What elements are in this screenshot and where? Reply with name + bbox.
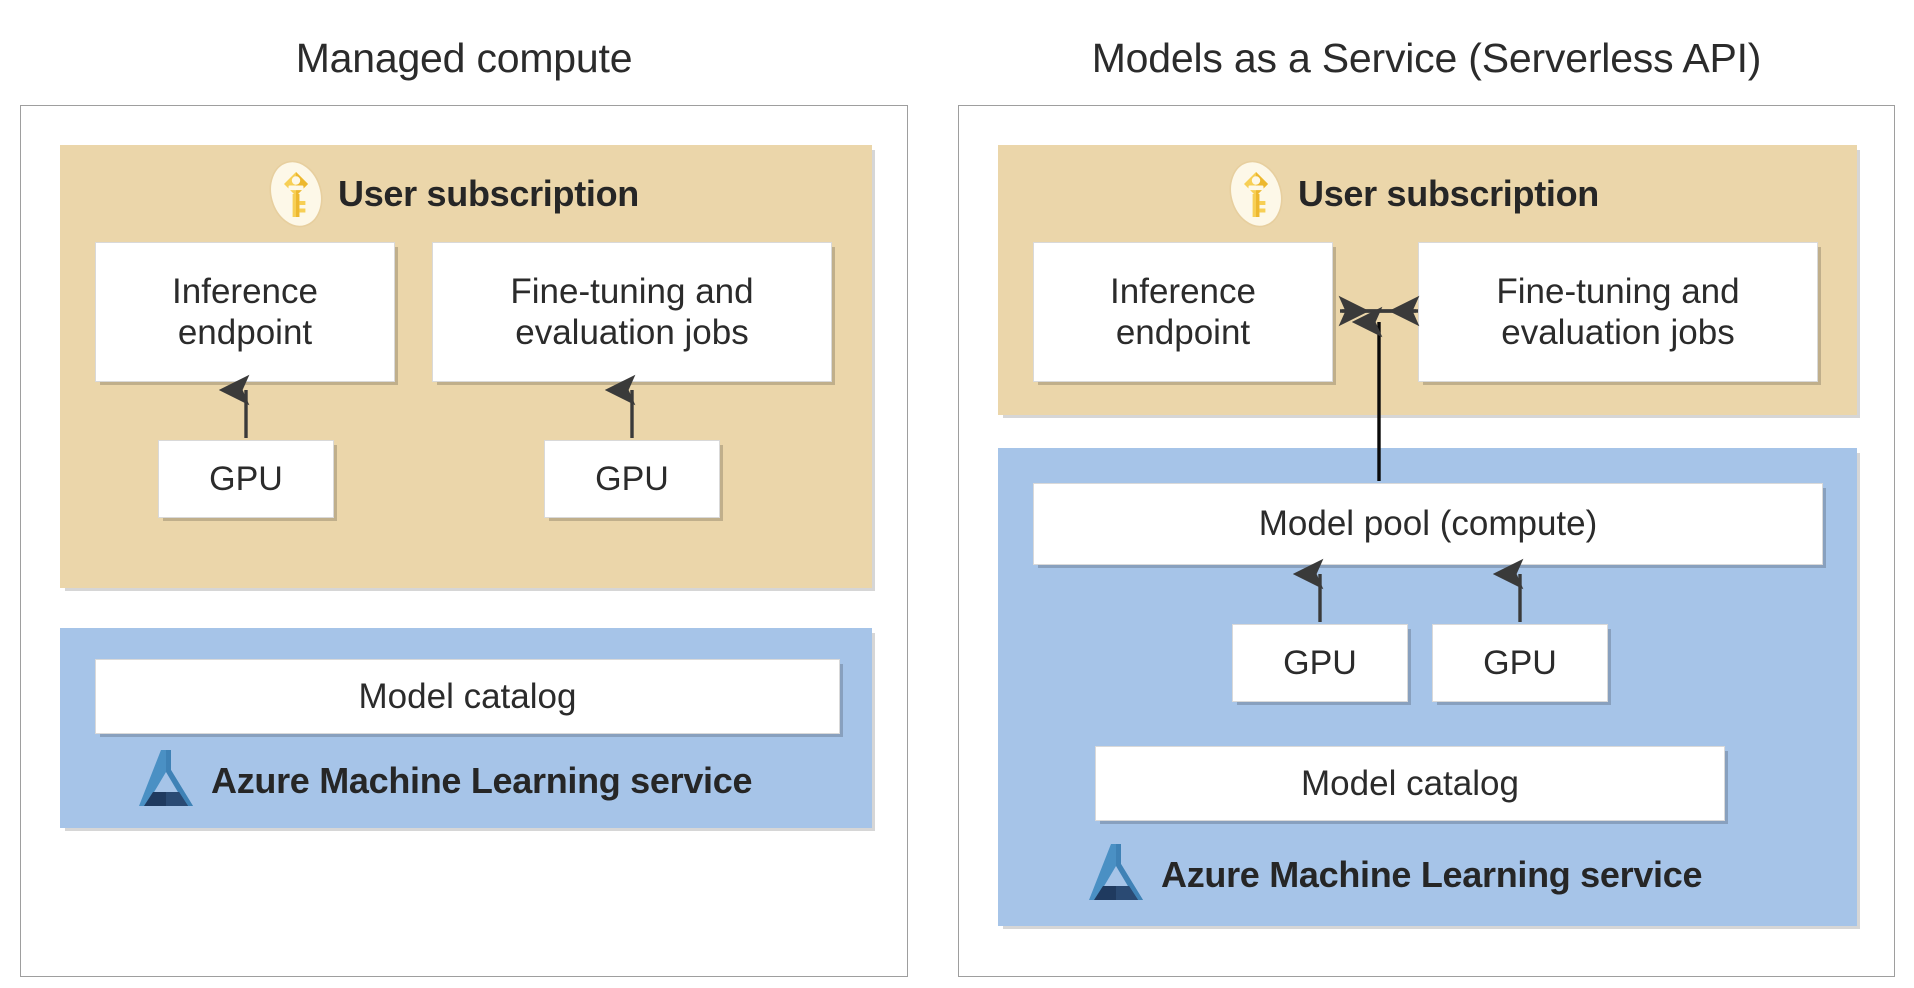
- azure-ml-flask-icon: [135, 748, 197, 814]
- fine-tuning-line2: evaluation jobs: [515, 313, 749, 352]
- box-inference-endpoint-2: Inference endpoint: [1033, 242, 1333, 382]
- user-subscription-header: User subscription: [268, 160, 639, 228]
- user-subscription-label: User subscription: [338, 173, 639, 214]
- fine-tuning-line1: Fine-tuning and: [510, 271, 754, 311]
- box-model-catalog-2: Model catalog: [1095, 746, 1725, 821]
- model-catalog-label: Model catalog: [358, 676, 577, 716]
- gpu-2-label: GPU: [595, 459, 669, 498]
- model-pool-label: Model pool (compute): [1258, 504, 1598, 544]
- azure-ml-service-header: Azure Machine Learning service: [135, 748, 753, 814]
- box-model-catalog: Model catalog: [95, 659, 840, 734]
- box-gpu-4: GPU: [1432, 624, 1608, 702]
- gpu-1-label: GPU: [209, 459, 283, 498]
- azure-ml-service-label-2: Azure Machine Learning service: [1161, 854, 1703, 895]
- user-subscription-label-2: User subscription: [1298, 173, 1599, 214]
- user-subscription-header-2: User subscription: [1228, 160, 1599, 228]
- key-icon: [1228, 159, 1284, 229]
- box-gpu-3: GPU: [1232, 624, 1408, 702]
- right-panel-title: Models as a Service (Serverless API): [1091, 35, 1762, 81]
- inference-endpoint-line2: endpoint: [177, 313, 313, 352]
- fine-tuning-2-line2: evaluation jobs: [1501, 313, 1735, 352]
- azure-ml-service-label: Azure Machine Learning service: [211, 760, 753, 801]
- box-fine-tuning-jobs: Fine-tuning and evaluation jobs: [432, 242, 832, 382]
- gpu-3-label: GPU: [1283, 643, 1357, 682]
- inference-endpoint-line1: Inference: [172, 271, 318, 311]
- box-gpu-1: GPU: [158, 440, 334, 518]
- key-icon: [268, 159, 324, 229]
- model-catalog-2-label: Model catalog: [1301, 763, 1519, 803]
- gpu-4-label: GPU: [1483, 643, 1557, 682]
- box-fine-tuning-jobs-2: Fine-tuning and evaluation jobs: [1418, 242, 1818, 382]
- azure-ml-flask-icon: [1085, 842, 1147, 908]
- inference-endpoint-2-line1: Inference: [1110, 271, 1256, 311]
- inference-endpoint-2-line2: endpoint: [1115, 313, 1251, 352]
- left-panel-title: Managed compute: [295, 35, 633, 81]
- box-gpu-2: GPU: [544, 440, 720, 518]
- box-model-pool: Model pool (compute): [1033, 483, 1823, 565]
- box-inference-endpoint: Inference endpoint: [95, 242, 395, 382]
- fine-tuning-2-line1: Fine-tuning and: [1496, 271, 1740, 311]
- azure-ml-service-header-2: Azure Machine Learning service: [1085, 842, 1703, 908]
